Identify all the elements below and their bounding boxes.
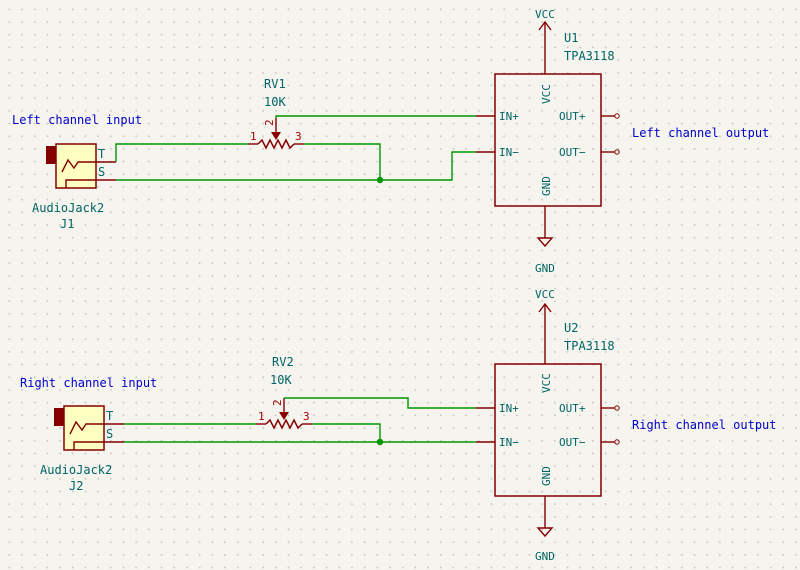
channel-left: Left channel input T S AudioJack2 J1 RV1… — [12, 8, 769, 275]
power-vcc-2[interactable]: VCC — [535, 288, 555, 364]
out-minus-terminal-icon[interactable] — [614, 149, 620, 155]
amp-ref-label: U2 — [564, 321, 578, 335]
amp-ref-label: U1 — [564, 31, 578, 45]
pin-gnd-label: GND — [540, 466, 553, 486]
power-vcc-1[interactable]: VCC — [535, 8, 555, 74]
pot-pin1-number: 1 — [250, 130, 257, 143]
jack-sleeve-icon — [73, 441, 104, 450]
audio-jack-j1[interactable]: T S AudioJack2 J1 — [32, 143, 116, 231]
jack-ref-label: J2 — [69, 479, 83, 493]
jack-sleeve-icon — [65, 179, 96, 188]
ground-icon — [536, 237, 554, 248]
jack-pin-t-label: T — [106, 409, 113, 423]
out-minus-terminal-icon[interactable] — [614, 439, 620, 445]
jack-pin-s-label: S — [106, 427, 113, 441]
wire-pot3-to-ground[interactable] — [312, 423, 381, 442]
junction-dot — [376, 176, 384, 184]
pin-in-plus-label: IN+ — [499, 110, 519, 123]
vcc-power-label: VCC — [535, 8, 555, 21]
gnd-power-label: GND — [535, 550, 555, 563]
out-plus-terminal-icon[interactable] — [614, 405, 620, 411]
potentiometer-rv2[interactable]: RV2 10K 1 2 3 — [256, 355, 312, 430]
amp-value-label: TPA3118 — [564, 49, 615, 63]
power-gnd-2[interactable]: GND — [535, 496, 555, 563]
gnd-power-label: GND — [535, 262, 555, 275]
junction-dot — [376, 438, 384, 446]
right-wires — [124, 397, 476, 443]
pot-value-label: 10K — [264, 95, 286, 109]
wire-wiper-to-in-plus[interactable] — [275, 115, 476, 118]
jack-pin-t-label: T — [98, 147, 105, 161]
pot-ref-label: RV2 — [272, 355, 294, 369]
potentiometer-rv1[interactable]: RV1 10K 1 2 3 — [248, 77, 304, 150]
jack-pin-s-label: S — [98, 165, 105, 179]
right-input-label: Right channel input — [20, 376, 157, 390]
amplifier-u1[interactable]: U1 TPA3118 IN+ IN− OUT+ OUT− VCC GND — [476, 31, 620, 207]
pin-vcc-label: VCC — [540, 373, 553, 393]
jack-tip-icon — [61, 158, 96, 173]
wire-sleeve-to-in-minus[interactable] — [116, 151, 476, 181]
pot-ref-label: RV1 — [264, 77, 286, 91]
wiper-arrow-icon — [271, 132, 281, 140]
ground-icon — [536, 527, 554, 538]
right-output-label: Right channel output — [632, 418, 777, 432]
wire-pot3-to-ground[interactable] — [304, 143, 381, 180]
amp-value-label: TPA3118 — [564, 339, 615, 353]
pot-value-label: 10K — [270, 373, 292, 387]
amp-body — [494, 363, 602, 497]
pot-pin3-number: 3 — [303, 410, 310, 423]
pot-pin3-number: 3 — [295, 130, 302, 143]
jack-body-icon — [46, 146, 56, 164]
pin-gnd-label: GND — [540, 176, 553, 196]
pin-out-minus-label: OUT− — [559, 436, 586, 449]
amp-body — [494, 73, 602, 207]
wire-tip-to-pot[interactable] — [115, 143, 248, 162]
pin-out-plus-label: OUT+ — [559, 402, 586, 415]
left-wires — [115, 115, 476, 181]
pot-pin2-number: 2 — [263, 119, 276, 126]
pin-in-plus-label: IN+ — [499, 402, 519, 415]
pin-in-minus-label: IN− — [499, 146, 519, 159]
channel-right: Right channel input T S AudioJack2 J2 RV… — [20, 288, 777, 563]
pot-pin2-number: 2 — [271, 399, 284, 406]
jack-body-icon — [54, 408, 64, 426]
vcc-power-label: VCC — [535, 288, 555, 301]
left-output-label: Left channel output — [632, 126, 769, 140]
audio-jack-j2[interactable]: T S AudioJack2 J2 — [40, 405, 124, 493]
left-input-label: Left channel input — [12, 113, 142, 127]
wiper-arrow-icon — [279, 412, 289, 420]
out-plus-terminal-icon[interactable] — [614, 113, 620, 119]
amplifier-u2[interactable]: U2 TPA3118 IN+ IN− OUT+ OUT− VCC GND — [476, 321, 620, 497]
pin-out-plus-label: OUT+ — [559, 110, 586, 123]
pin-vcc-label: VCC — [540, 84, 553, 104]
resistor-zigzag-icon — [265, 418, 303, 430]
pin-out-minus-label: OUT− — [559, 146, 586, 159]
wire-wiper-to-in-plus[interactable] — [284, 397, 476, 409]
jack-value-label: AudioJack2 — [40, 463, 112, 477]
power-gnd-1[interactable]: GND — [535, 206, 555, 275]
jack-value-label: AudioJack2 — [32, 201, 104, 215]
jack-ref-label: J1 — [60, 217, 74, 231]
pot-pin1-number: 1 — [258, 410, 265, 423]
pin-in-minus-label: IN− — [499, 436, 519, 449]
resistor-zigzag-icon — [257, 138, 295, 150]
jack-tip-icon — [69, 420, 104, 435]
